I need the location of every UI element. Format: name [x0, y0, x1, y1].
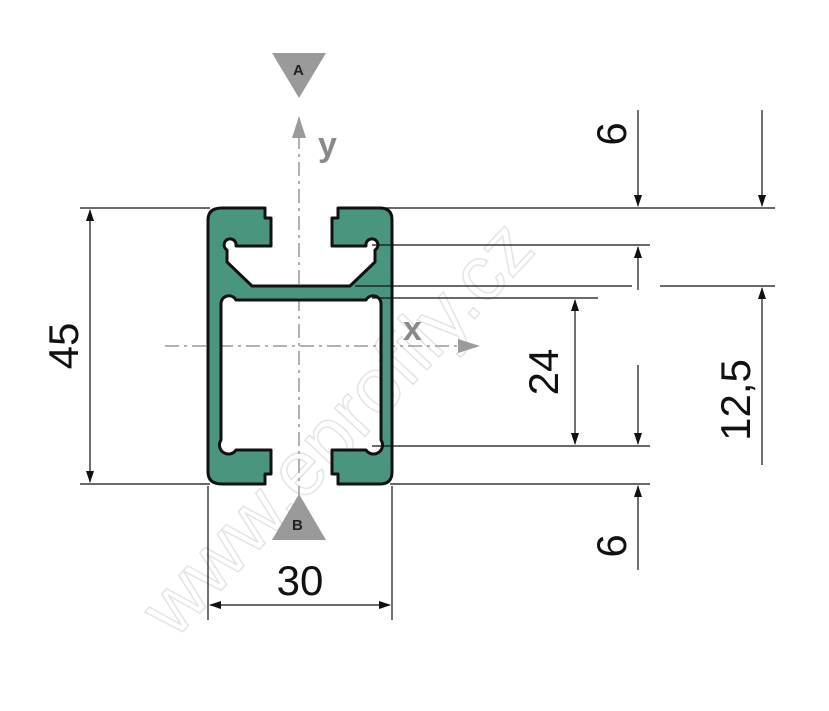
marker-b-label: B	[292, 517, 303, 534]
width-dimension: 30	[277, 557, 324, 604]
marker-a-triangle	[272, 53, 326, 98]
inner-height-dimension: 24	[520, 349, 567, 396]
height-dimension: 45	[40, 323, 87, 370]
top-lip-dimension: 6	[588, 122, 635, 145]
y-axis-label: y	[318, 126, 337, 164]
marker-b-triangle	[272, 494, 326, 540]
bottom-lip-dimension: 6	[588, 534, 635, 557]
offset-dimension: 12,5	[712, 359, 759, 441]
x-axis-label: x	[403, 310, 422, 348]
watermark: www.eprofily.cz	[122, 203, 550, 653]
marker-a-label: A	[293, 62, 304, 79]
profile-section	[206, 206, 394, 486]
